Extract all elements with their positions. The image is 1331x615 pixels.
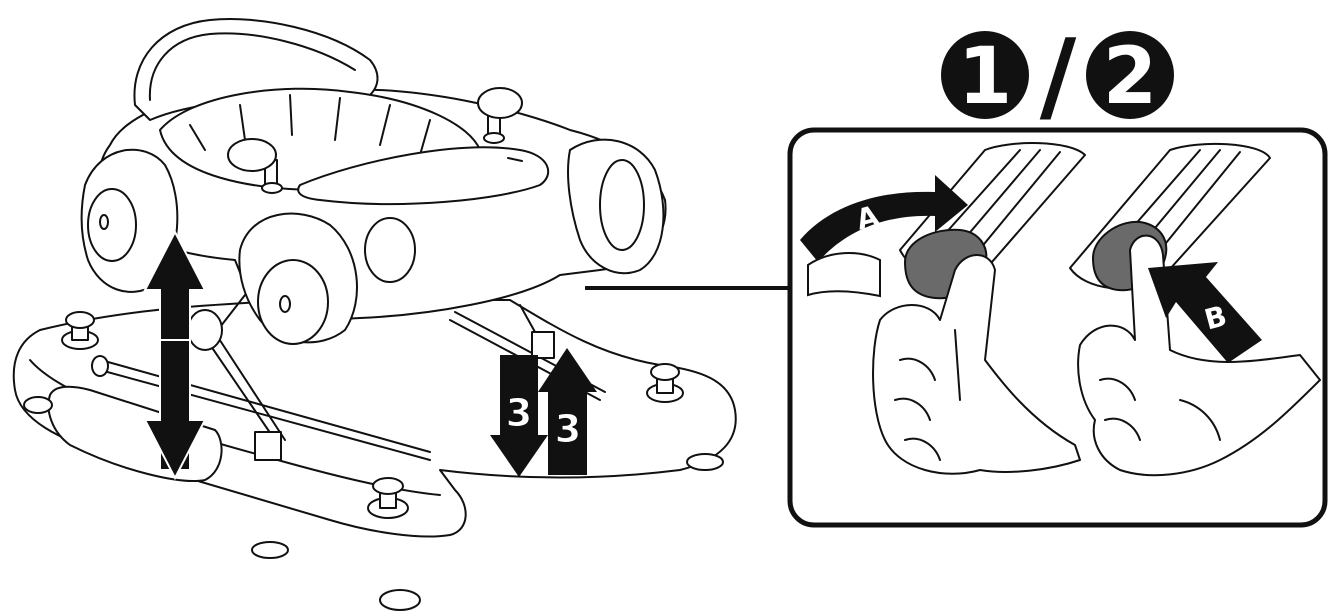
frame-joint (255, 432, 281, 460)
front-right-car-wheel (258, 260, 328, 344)
base-wheel (687, 454, 723, 470)
headlight (365, 218, 415, 282)
step-indicator: 1 / 2 (941, 17, 1174, 134)
step3-down-label: 3 (506, 391, 532, 435)
rear-right-car-wheel (600, 160, 644, 250)
frame-hinge (188, 310, 222, 350)
base-wheel (380, 590, 420, 610)
front-left-hubcap (100, 215, 108, 229)
front-left-car-wheel (88, 189, 136, 261)
frame-joint (532, 332, 554, 358)
step-1-number: 1 (958, 32, 1012, 122)
base-wheel (252, 542, 288, 558)
baby-walker-illustration (14, 19, 736, 610)
step-2-number: 2 (1103, 32, 1157, 122)
front-right-hubcap (280, 296, 290, 312)
frame-hinge (92, 356, 108, 376)
step3-up-label: 3 (555, 407, 581, 451)
base-wheel (24, 397, 52, 413)
step-separator: / (1040, 17, 1077, 134)
